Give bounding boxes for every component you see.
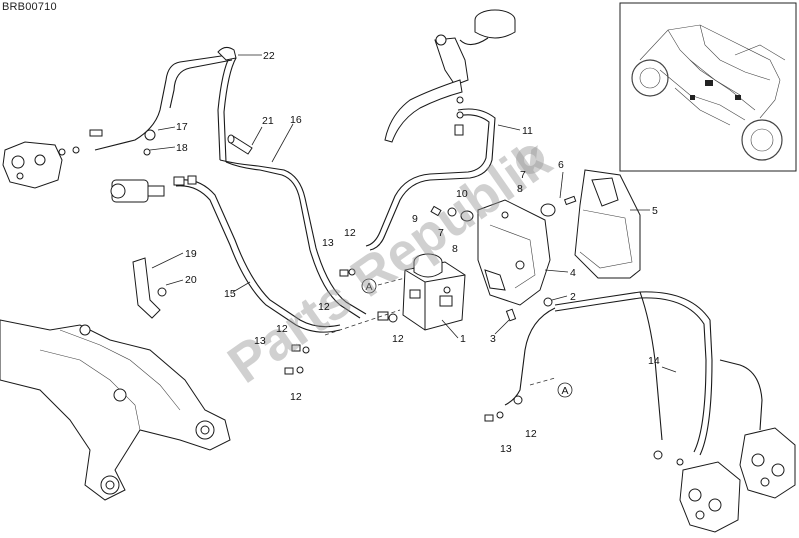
callout-12-e: 12 — [290, 391, 302, 403]
callout-14: 14 — [648, 355, 660, 367]
callout-19: 19 — [185, 248, 197, 260]
callout-11: 11 — [522, 125, 533, 137]
callout-3: 3 — [490, 333, 496, 345]
motorcycle-overview-inset — [619, 2, 797, 172]
callout-22: 22 — [263, 50, 275, 62]
diagram-code: BRB00710 — [2, 1, 57, 13]
callout-13-a: 13 — [322, 237, 334, 249]
clip-22 — [217, 46, 237, 61]
callout-13-b: 13 — [254, 335, 266, 347]
front-master-cylinder — [384, 9, 516, 143]
callout-10: 10 — [456, 188, 468, 200]
callout-8-mid: 8 — [452, 243, 458, 255]
brake-lines — [94, 54, 763, 456]
callout-12-f: 12 — [525, 428, 537, 440]
callout-17: 17 — [176, 121, 188, 133]
callout-8-top: 8 — [517, 183, 523, 195]
abs-unit — [402, 253, 466, 331]
alignment-lines — [324, 277, 556, 386]
callout-16: 16 — [290, 114, 302, 126]
callout-12-b: 12 — [318, 301, 330, 313]
front-calipers — [679, 427, 796, 533]
abs-bracket — [477, 199, 551, 306]
callout-18: 18 — [176, 142, 188, 154]
callout-12-c: 12 — [276, 323, 288, 335]
hose-piece — [227, 134, 253, 155]
swingarm — [0, 319, 231, 501]
callout-9: 9 — [412, 213, 418, 225]
callout-5: 5 — [652, 205, 658, 217]
section-marker-lower-label: A — [561, 385, 568, 397]
section-marker-upper: A — [361, 278, 377, 294]
rear-caliper — [2, 129, 156, 189]
bracket-19 — [132, 257, 167, 319]
callout-21: 21 — [262, 115, 274, 127]
section-marker-lower: A — [557, 382, 573, 398]
callout-7-top: 7 — [520, 169, 526, 181]
callout-2: 2 — [570, 291, 576, 303]
fasteners — [284, 195, 684, 466]
callout-12-d: 12 — [392, 333, 404, 345]
leader-lines — [149, 54, 677, 373]
callout-1: 1 — [460, 333, 466, 345]
callout-4: 4 — [570, 267, 576, 279]
abs-cover — [574, 169, 641, 279]
section-marker-upper-label: A — [365, 281, 372, 293]
callout-15: 15 — [224, 288, 236, 300]
callout-7-mid: 7 — [438, 227, 444, 239]
callouts: 22 17 18 21 16 11 6 7 8 10 5 9 7 8 12 13… — [176, 50, 660, 455]
callout-20: 20 — [185, 274, 197, 286]
callout-13-c: 13 — [500, 443, 512, 455]
rear-master-cylinder — [110, 175, 197, 203]
callout-6: 6 — [558, 159, 564, 171]
callout-12-a: 12 — [344, 227, 356, 239]
